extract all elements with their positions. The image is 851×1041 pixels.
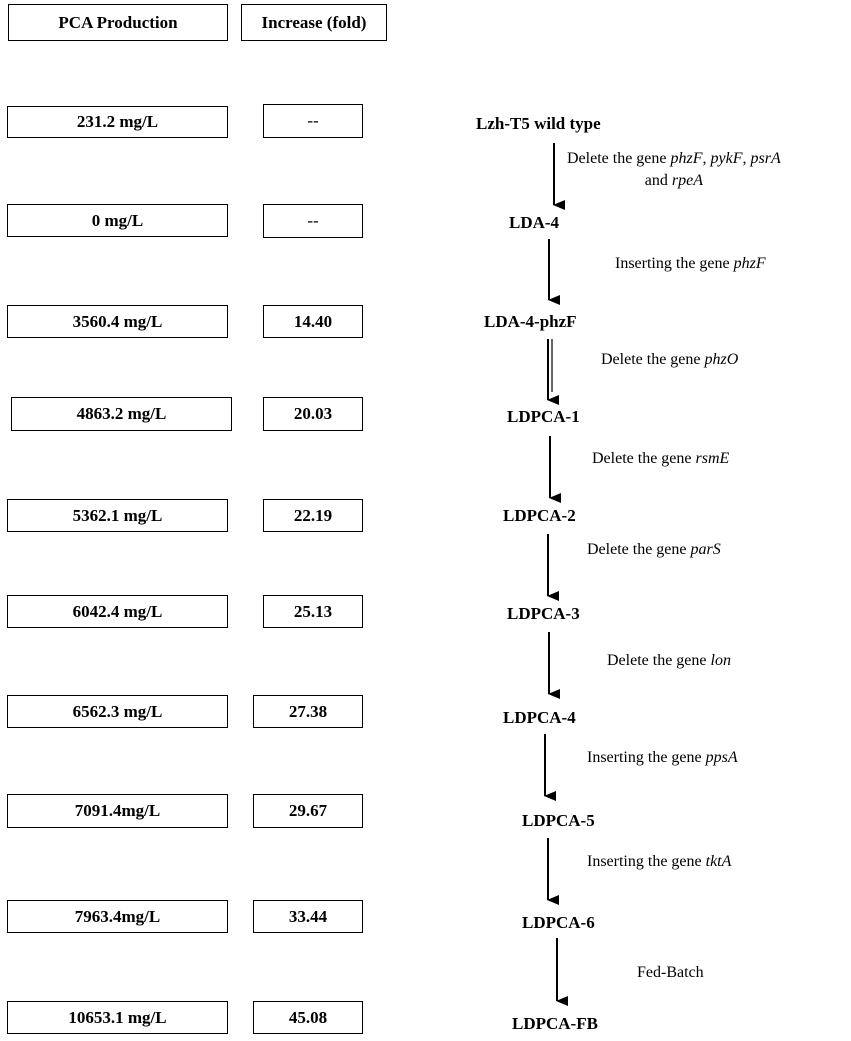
header-increase-fold: Increase (fold): [241, 4, 387, 41]
strain-label-2: LDA-4-phzF: [484, 312, 577, 331]
production-box-7: 7091.4mg/L: [7, 794, 228, 828]
increase-box-7: 29.67: [253, 794, 363, 828]
header-pca-production: PCA Production: [8, 4, 228, 41]
increase-box-8: 33.44: [253, 900, 363, 933]
step-label-2: Delete the gene phzO: [601, 351, 739, 368]
production-box-5: 6042.4 mg/L: [7, 595, 228, 628]
production-box-8: 7963.4mg/L: [7, 900, 228, 933]
step-label-6: Inserting the gene ppsA: [587, 749, 738, 766]
increase-box-6: 27.38: [253, 695, 363, 728]
strain-label-8: LDPCA-6: [522, 913, 595, 932]
increase-box-0: --: [263, 104, 363, 138]
increase-box-5: 25.13: [263, 595, 363, 628]
increase-box-3: 20.03: [263, 397, 363, 431]
strain-label-7: LDPCA-5: [522, 811, 595, 830]
strain-label-5: LDPCA-3: [507, 604, 580, 623]
strain-label-0: Lzh-T5 wild type: [476, 114, 601, 133]
increase-box-9: 45.08: [253, 1001, 363, 1034]
step-label-3: Delete the gene rsmE: [592, 450, 730, 467]
production-box-3: 4863.2 mg/L: [11, 397, 232, 431]
step-label-5: Delete the gene lon: [607, 652, 731, 669]
step-label-8: Fed-Batch: [637, 964, 704, 981]
step-label-7: Inserting the gene tktA: [587, 853, 732, 870]
strain-label-9: LDPCA-FB: [512, 1014, 598, 1033]
production-box-0: 231.2 mg/L: [7, 106, 228, 138]
production-box-4: 5362.1 mg/L: [7, 499, 228, 532]
increase-box-2: 14.40: [263, 305, 363, 338]
strain-label-4: LDPCA-2: [503, 506, 576, 525]
strain-label-3: LDPCA-1: [507, 407, 580, 426]
increase-box-1: --: [263, 204, 363, 238]
production-box-1: 0 mg/L: [7, 204, 228, 237]
production-box-9: 10653.1 mg/L: [7, 1001, 228, 1034]
production-box-2: 3560.4 mg/L: [7, 305, 228, 338]
increase-box-4: 22.19: [263, 499, 363, 532]
step-label-0: Delete the gene phzF, pykF, psrA and rpe…: [567, 150, 781, 189]
production-box-6: 6562.3 mg/L: [7, 695, 228, 728]
strain-label-6: LDPCA-4: [503, 708, 576, 727]
step-label-4: Delete the gene parS: [587, 541, 721, 558]
step-label-1: Inserting the gene phzF: [615, 255, 766, 272]
strain-label-1: LDA-4: [509, 213, 560, 232]
